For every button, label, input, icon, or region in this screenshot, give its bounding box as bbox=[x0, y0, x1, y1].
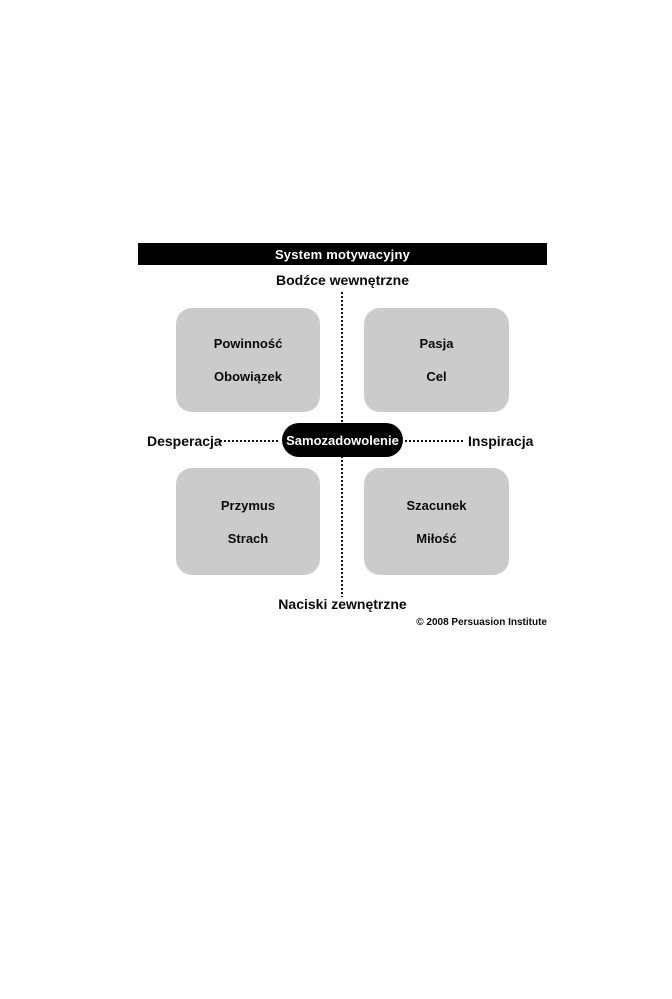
quadrant-label: Obowiązek bbox=[214, 369, 282, 384]
quadrant-label: Przymus bbox=[220, 497, 276, 513]
axis-label-inspiration: Inspiracja bbox=[468, 433, 534, 449]
left-dotted-connector bbox=[220, 440, 280, 442]
axis-label-desperation: Desperacja bbox=[147, 433, 222, 449]
copyright-notice: © 2008 Persuasion Institute bbox=[416, 617, 547, 628]
quadrant-label: Szacunek bbox=[406, 497, 467, 513]
quadrant-label: Strach bbox=[227, 530, 269, 546]
axis-label-internal-stimuli: Bodźce wewnętrzne bbox=[275, 272, 410, 288]
quadrant-label: Cel bbox=[426, 369, 447, 384]
diagram-title: System motywacyjny bbox=[274, 246, 411, 262]
center-node-label: Samozadowolenie bbox=[286, 432, 399, 448]
axis-label-external-pressures: Naciski zewnętrzne bbox=[278, 596, 407, 612]
quadrant-top-right: Pasja Cel bbox=[364, 308, 509, 412]
quadrant-top-left: Powinność Obowiązek bbox=[176, 308, 320, 412]
quadrant-bottom-right: Szacunek Miłość bbox=[364, 468, 509, 575]
diagram-title-bar: System motywacyjny bbox=[138, 243, 547, 265]
right-dotted-connector bbox=[405, 440, 465, 442]
quadrant-label: Miłość bbox=[416, 530, 457, 546]
quadrant-label: Powinność bbox=[213, 336, 283, 351]
quadrant-bottom-left: Przymus Strach bbox=[176, 468, 320, 575]
center-node: Samozadowolenie bbox=[282, 423, 403, 457]
quadrant-label: Pasja bbox=[419, 336, 454, 351]
